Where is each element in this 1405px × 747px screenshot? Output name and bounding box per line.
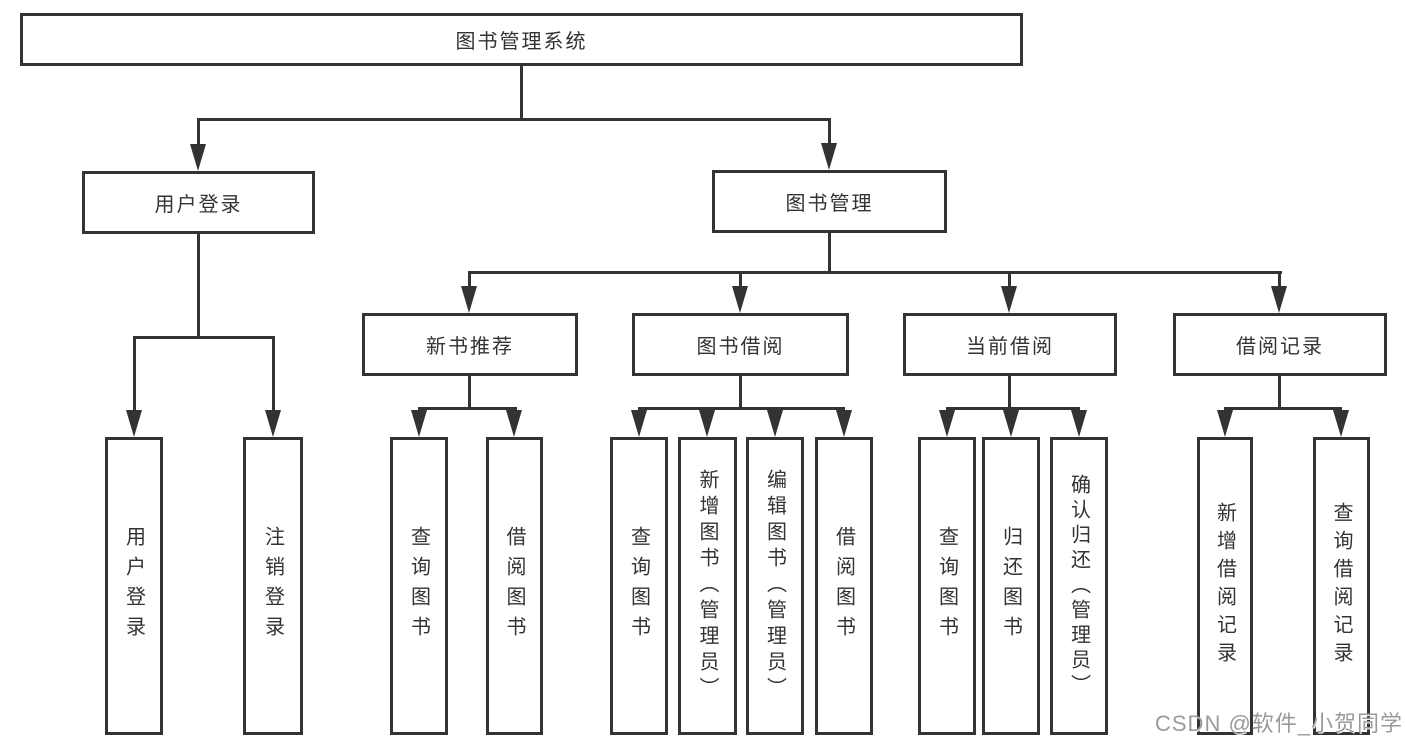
node-borrow-records: 借阅记录 xyxy=(1173,313,1387,376)
leaf-br-add-record: 新增借阅记录 xyxy=(1197,437,1253,735)
leaf-cb-query-book-label: 查询图书 xyxy=(935,526,958,646)
arrowhead-br-query xyxy=(1333,410,1349,437)
leaf-br-add-record-label: 新增借阅记录 xyxy=(1213,502,1236,670)
leaf-nb-borrow-book-label: 借阅图书 xyxy=(503,526,525,646)
arrowhead-nb-query xyxy=(411,410,427,437)
arrowhead-bb-add xyxy=(699,410,715,437)
leaf-bb-borrow-book-label: 借阅图书 xyxy=(832,526,855,646)
leaf-nb-query-book: 查询图书 xyxy=(390,437,448,735)
connector-to-borrow-records xyxy=(1278,271,1281,289)
arrowhead-borrow-records xyxy=(1271,286,1287,313)
leaf-nb-query-book-label: 查询图书 xyxy=(407,526,430,646)
connector-to-current-borrow xyxy=(1008,271,1011,289)
leaf-user-login: 用户登录 xyxy=(105,437,163,735)
leaf-bb-add-book-admin: 新增图书（管理员） xyxy=(678,437,737,735)
arrowhead-user-login xyxy=(190,144,206,171)
leaf-cb-query-book: 查询图书 xyxy=(918,437,976,735)
arrowhead-login-leaf xyxy=(126,410,142,437)
leaf-cb-return-book: 归还图书 xyxy=(982,437,1040,735)
arrowhead-book-mgmt xyxy=(821,143,837,170)
node-current-borrow-label: 当前借阅 xyxy=(966,336,1054,358)
node-book-borrow-label: 图书借阅 xyxy=(696,336,785,358)
arrowhead-bb-borrow xyxy=(836,410,852,437)
connector-borrow-records-branch xyxy=(1224,407,1342,410)
leaf-logout-label: 注销登录 xyxy=(261,526,284,646)
node-current-borrow: 当前借阅 xyxy=(903,313,1117,376)
leaf-nb-borrow-book: 借阅图书 xyxy=(486,437,543,735)
leaf-bb-query-book: 查询图书 xyxy=(610,437,668,735)
arrowhead-cb-return xyxy=(1003,410,1019,437)
connector-current-borrow-trunk xyxy=(1008,376,1011,410)
connector-new-book-branch xyxy=(418,407,517,410)
connector-to-user-login xyxy=(197,118,200,148)
arrowhead-logout-leaf xyxy=(265,410,281,437)
connector-level3-branch xyxy=(469,271,1282,274)
csdn-watermark: CSDN @软件_小贺同学 xyxy=(1155,711,1404,736)
leaf-cb-confirm-return-admin-label: 确认归还（管理员） xyxy=(1067,473,1090,699)
arrowhead-bb-query xyxy=(631,410,647,437)
leaf-bb-borrow-book: 借阅图书 xyxy=(815,437,873,735)
leaf-bb-edit-book-admin-label: 编辑图书（管理员） xyxy=(763,469,786,703)
leaf-user-login-label: 用户登录 xyxy=(122,526,145,646)
connector-to-book-borrow xyxy=(739,271,742,289)
node-new-book-recommend: 新书推荐 xyxy=(362,313,578,376)
leaf-br-query-record-label: 查询借阅记录 xyxy=(1330,502,1352,670)
node-root-label: 图书管理系统 xyxy=(455,31,588,53)
leaf-cb-return-book-label: 归还图书 xyxy=(999,526,1022,646)
arrowhead-br-add xyxy=(1217,410,1233,437)
arrowhead-current-borrow xyxy=(1001,286,1017,313)
connector-to-logout-leaf xyxy=(272,336,275,414)
connector-book-borrow-branch xyxy=(638,407,845,410)
leaf-cb-confirm-return-admin: 确认归还（管理员） xyxy=(1050,437,1108,735)
arrowhead-nb-borrow xyxy=(506,410,522,437)
leaf-bb-query-book-label: 查询图书 xyxy=(627,526,650,646)
connector-book-mgmt-trunk xyxy=(828,233,831,274)
leaf-bb-edit-book-admin: 编辑图书（管理员） xyxy=(746,437,804,735)
connector-level2-branch xyxy=(197,118,831,121)
arrowhead-cb-query xyxy=(939,410,955,437)
connector-root-trunk xyxy=(520,66,523,120)
node-book-borrow: 图书借阅 xyxy=(632,313,849,376)
leaf-bb-add-book-admin-label: 新增图书（管理员） xyxy=(696,469,718,703)
connector-user-login-branch xyxy=(133,336,275,339)
connector-book-borrow-trunk xyxy=(739,376,742,410)
node-new-book-recommend-label: 新书推荐 xyxy=(426,336,514,358)
node-user-login: 用户登录 xyxy=(82,171,315,234)
connector-to-new-book xyxy=(468,271,471,289)
node-book-management: 图书管理 xyxy=(712,170,947,233)
leaf-logout: 注销登录 xyxy=(243,437,303,735)
arrowhead-bb-edit xyxy=(767,410,783,437)
node-borrow-records-label: 借阅记录 xyxy=(1236,336,1324,358)
arrowhead-book-borrow xyxy=(732,286,748,313)
leaf-br-query-record: 查询借阅记录 xyxy=(1313,437,1370,735)
connector-to-book-mgmt xyxy=(828,118,831,148)
arrowhead-cb-confirm xyxy=(1071,410,1087,437)
connector-to-login-leaf xyxy=(133,336,136,414)
node-book-management-label: 图书管理 xyxy=(785,193,874,215)
node-user-login-label: 用户登录 xyxy=(154,194,243,216)
connector-current-borrow-branch xyxy=(946,407,1080,410)
arrowhead-new-book xyxy=(461,286,477,313)
connector-user-login-trunk xyxy=(197,234,200,339)
node-root-library-system: 图书管理系统 xyxy=(20,13,1023,66)
connector-new-book-trunk xyxy=(468,376,471,410)
connector-borrow-records-trunk xyxy=(1278,376,1281,410)
